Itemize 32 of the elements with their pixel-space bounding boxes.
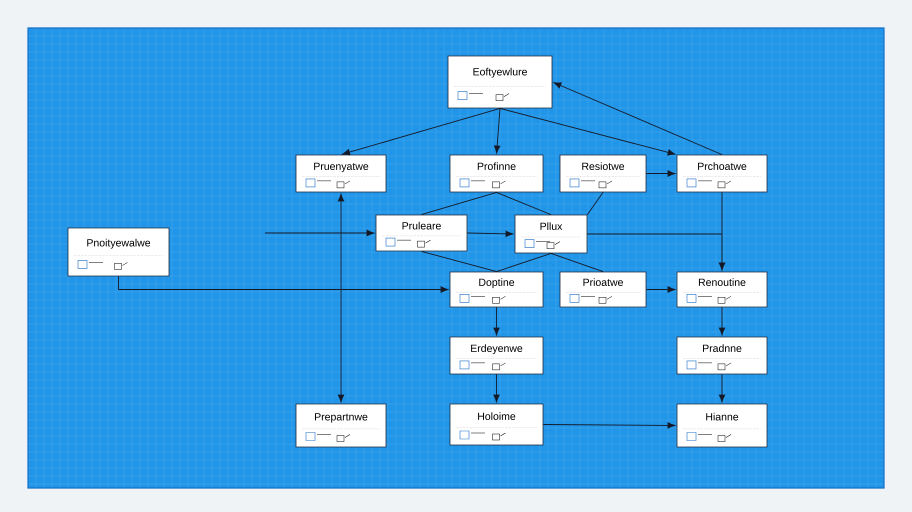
process-box: Prchoatwe [676,154,768,192]
process-box: Pnoityewalwe [68,228,170,276]
process-box: Holoime [450,404,544,446]
process-box: Resiotwe [560,154,646,192]
process-box: Prioatwe [560,272,646,308]
process-box: Profinne [450,154,544,192]
arrow [338,194,344,402]
arrow [586,234,726,270]
process-box: Prepartnwe [296,404,386,448]
arrow [646,170,676,177]
process-box: Eoftyewlure [448,56,552,108]
process-box: Hianne [676,404,768,448]
arrow [493,374,500,402]
arrow [466,230,514,237]
arrow [342,108,500,156]
arrow [718,374,726,402]
process-box: Pllux [514,214,588,254]
process-box: Renoutine [676,272,768,308]
process-box: Pradnne [676,336,768,374]
arrow [646,286,676,293]
arrow [542,422,676,429]
arrow [718,306,726,336]
arrow [118,276,448,293]
arrow [493,306,500,336]
arrow [494,108,500,154]
arrow [500,108,676,156]
process-box: Pruenyatwe [296,154,386,192]
process-box: Pruleare [376,214,468,252]
process-box: Erdeyenwe [450,336,544,374]
arrow [554,82,722,156]
process-box: Doptine [450,272,544,308]
arrow [264,230,374,236]
